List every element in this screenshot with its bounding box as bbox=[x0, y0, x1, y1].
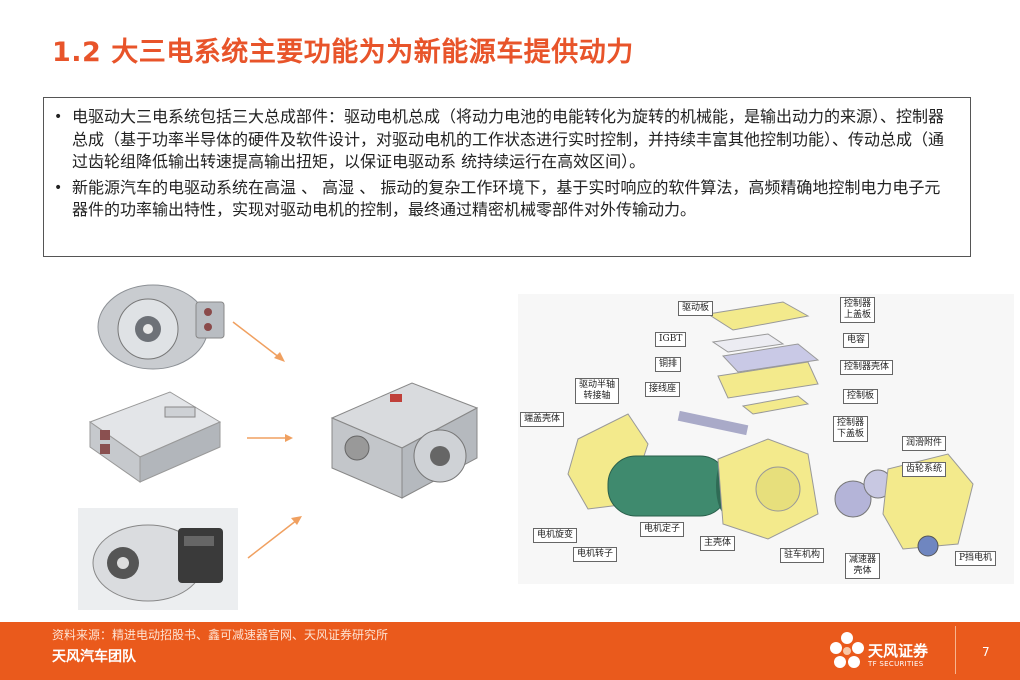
label-igbt: IGBT bbox=[655, 332, 687, 347]
label-controller-top-cover: 控制器 上盖板 bbox=[840, 297, 876, 323]
bullet-text: 电驱动大三电系统包括三大总成部件：驱动电机总成（将动力电池的电能转化为旋转的机械… bbox=[72, 107, 945, 171]
bullet-dot: • bbox=[54, 109, 63, 125]
assembly-photo bbox=[330, 382, 479, 499]
arrow-controller bbox=[247, 434, 293, 442]
label-stator: 电机定子 bbox=[640, 522, 685, 537]
page-number: 7 bbox=[982, 645, 990, 659]
label-capacitor: 电容 bbox=[843, 333, 870, 348]
arrow-reducer bbox=[247, 516, 302, 559]
logo-subtext: TF SECURITIES bbox=[868, 660, 924, 668]
label-controller-bottom-cover: 控制器 下盖板 bbox=[833, 416, 869, 442]
page-title: 1.2 大三电系统主要功能为为新能源车提供动力 bbox=[52, 37, 634, 68]
label-resolver: 电机旋变 bbox=[533, 528, 578, 543]
label-copper-bar: 铜排 bbox=[655, 357, 682, 372]
footer-divider bbox=[955, 626, 956, 674]
motor-photo bbox=[78, 272, 238, 372]
controller-photo bbox=[88, 391, 222, 483]
label-gear-system: 齿轮系统 bbox=[902, 462, 947, 477]
bullet-item: • 电驱动大三电系统包括三大总成部件：驱动电机总成（将动力电池的电能转化为旋转的… bbox=[54, 106, 956, 174]
label-p-gear-motor: P挡电机 bbox=[955, 551, 997, 566]
bullet-item: • 新能源汽车的电驱动系统在高温 、 高湿 、 振动的复杂工作环境下，基于实时响… bbox=[54, 177, 956, 222]
source-note: 资料来源：精进电动招股书、鑫可减速器官网、天风证券研究所 bbox=[52, 628, 389, 642]
bullet-text: 新能源汽车的电驱动系统在高温 、 高湿 、 振动的复杂工作环境下，基于实时响应的… bbox=[72, 177, 941, 220]
reducer-photo bbox=[78, 508, 238, 610]
label-end-cover-housing: 端盖壳体 bbox=[520, 412, 565, 427]
summary-box: • 电驱动大三电系统包括三大总成部件：驱动电机总成（将动力电池的电能转化为旋转的… bbox=[43, 97, 971, 257]
bullet-dot: • bbox=[54, 179, 63, 196]
label-terminal-block: 接线座 bbox=[645, 382, 681, 397]
label-main-housing: 主壳体 bbox=[700, 536, 736, 551]
arrow-motor bbox=[232, 321, 285, 362]
label-controller-housing: 控制器壳体 bbox=[840, 360, 894, 375]
logo-text: 天风证券 bbox=[868, 642, 929, 660]
label-parking-mechanism: 驻车机构 bbox=[780, 548, 825, 563]
label-lubrication-accessory: 润滑附件 bbox=[902, 436, 947, 451]
label-reducer-housing: 减速器 壳体 bbox=[845, 553, 881, 579]
label-rotor: 电机转子 bbox=[573, 547, 618, 562]
tf-logo-icon bbox=[830, 632, 864, 668]
label-drive-board: 驱动板 bbox=[678, 301, 714, 316]
label-control-board: 控制板 bbox=[843, 389, 879, 404]
team-name: 天风汽车团队 bbox=[52, 649, 136, 665]
label-half-shaft-adapter: 驱动半轴 转接轴 bbox=[575, 378, 620, 404]
